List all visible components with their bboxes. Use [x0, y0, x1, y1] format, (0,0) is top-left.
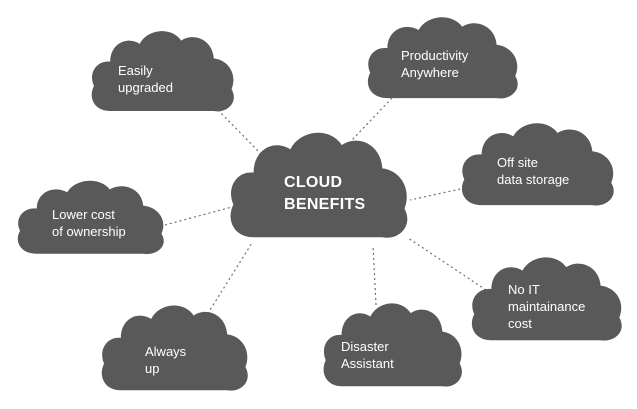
- label-lower-cost-line1: Lower cost: [52, 207, 115, 222]
- connector-no-it: [407, 237, 487, 291]
- label-no-it-maintenance: No IT maintainance cost: [508, 281, 585, 332]
- connector-productivity: [351, 97, 393, 141]
- connector-lower-cost: [164, 206, 233, 226]
- label-easily-upgraded-line2: upgraded: [118, 80, 173, 95]
- label-off-site-storage: Off site data storage: [497, 154, 569, 188]
- label-always-up: Always up: [145, 343, 186, 377]
- label-easily-upgraded: Easily upgraded: [118, 62, 173, 96]
- label-disaster-assistant: Disaster Assistant: [341, 338, 394, 372]
- label-no-it-line3: cost: [508, 316, 532, 331]
- connector-easily-upgraded: [217, 109, 263, 156]
- label-disaster-line1: Disaster: [341, 339, 389, 354]
- connector-off-site: [409, 187, 466, 201]
- label-lower-cost-line2: of ownership: [52, 224, 126, 239]
- center-label-line1: CLOUD: [284, 174, 343, 191]
- label-no-it-line1: No IT: [508, 282, 540, 297]
- label-off-site-line1: Off site: [497, 155, 538, 170]
- label-productivity-line1: Productivity: [401, 48, 469, 63]
- label-disaster-line2: Assistant: [341, 356, 394, 371]
- label-off-site-line2: data storage: [497, 172, 570, 187]
- connector-always-up: [204, 242, 253, 319]
- center-label: CLOUD BENEFITS: [284, 172, 366, 216]
- connectors: [164, 97, 487, 319]
- label-always-up-line2: up: [145, 361, 160, 376]
- label-always-up-line1: Always: [145, 344, 187, 359]
- connector-disaster: [372, 244, 377, 306]
- label-easily-upgraded-line1: Easily: [118, 63, 153, 78]
- label-lower-cost: Lower cost of ownership: [52, 206, 126, 240]
- center-label-line2: BENEFITS: [284, 196, 366, 213]
- label-productivity-line2: Anywhere: [401, 65, 459, 80]
- label-productivity-anywhere: Productivity Anywhere: [401, 47, 468, 81]
- label-no-it-line2: maintainance: [508, 299, 586, 314]
